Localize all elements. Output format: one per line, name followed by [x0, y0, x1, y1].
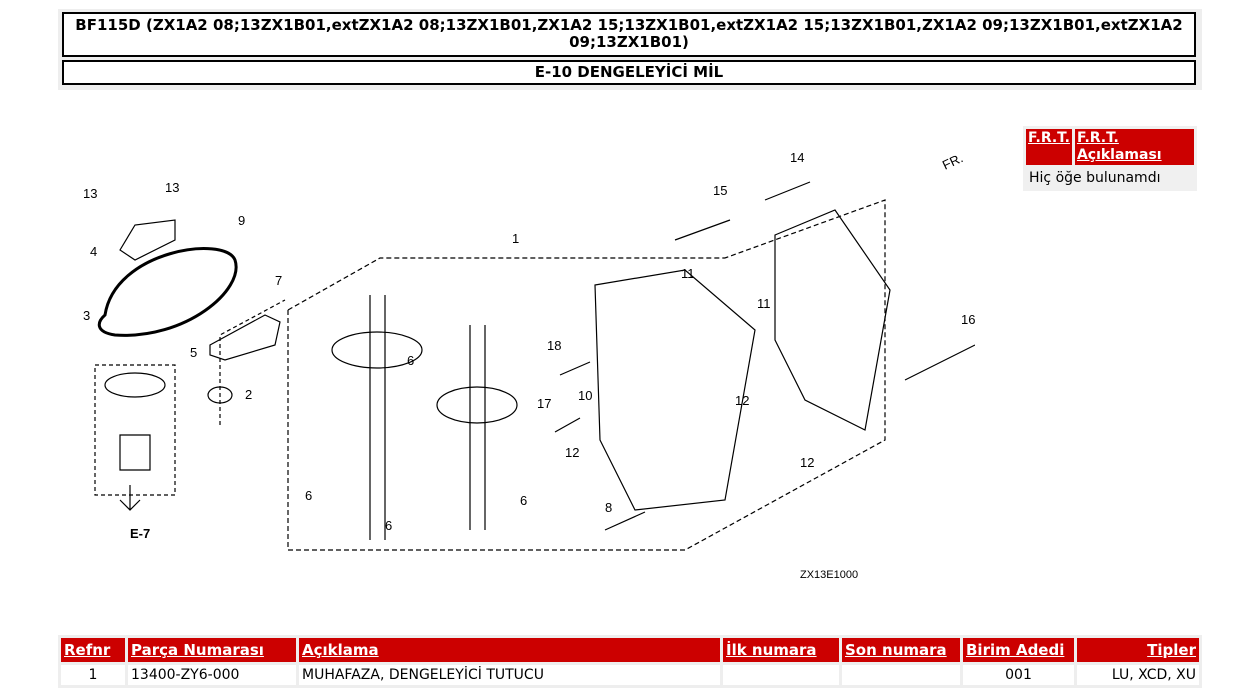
- frt-description-header[interactable]: F.R.T. Açıklaması: [1074, 129, 1194, 165]
- cell-unit-qty: 001: [963, 665, 1074, 685]
- callout-11: 11: [681, 266, 695, 281]
- callout-11: 11: [757, 296, 771, 311]
- callout-12: 12: [800, 455, 814, 470]
- col-part-number[interactable]: Parça Numarası: [128, 638, 296, 662]
- col-last-number[interactable]: Son numara: [842, 638, 960, 662]
- callout-8: 8: [605, 500, 612, 515]
- callout-9: 9: [238, 213, 245, 228]
- section-title: E-10 DENGELEYİCİ MİL: [62, 60, 1196, 85]
- frt-table: F.R.T. F.R.T. Açıklaması Hiç öğe bulunam…: [1023, 126, 1197, 191]
- callout-10: 10: [578, 388, 592, 403]
- callout-16: 16: [961, 312, 975, 327]
- callout-4: 4: [90, 244, 97, 259]
- callout-12: 12: [565, 445, 579, 460]
- col-first-number[interactable]: İlk numara: [723, 638, 839, 662]
- col-description[interactable]: Açıklama: [299, 638, 720, 662]
- diagram-outline: [287, 257, 725, 311]
- frt-header[interactable]: F.R.T.: [1026, 129, 1072, 165]
- table-row: 1 13400-ZY6-000 MUHAFAZA, DENGELEYİCİ TU…: [61, 665, 1199, 685]
- callout-6: 6: [520, 493, 527, 508]
- diagram-code: ZX13E1000: [800, 569, 858, 581]
- col-refnr[interactable]: Refnr: [61, 638, 125, 662]
- cell-description: MUHAFAZA, DENGELEYİCİ TUTUCU: [299, 665, 720, 685]
- callout-18: 18: [547, 338, 561, 353]
- col-types[interactable]: Tipler: [1077, 638, 1199, 662]
- frt-empty-message: Hiç öğe bulunamdı: [1029, 170, 1161, 186]
- model-title: BF115D (ZX1A2 08;13ZX1B01,extZX1A2 08;13…: [62, 12, 1196, 57]
- callout-3: 3: [83, 308, 90, 323]
- callout-12: 12: [735, 393, 749, 408]
- callout-14: 14: [790, 150, 804, 165]
- cell-types: LU, XCD, XU: [1077, 665, 1199, 685]
- callout-13: 13: [83, 186, 97, 201]
- cell-first-number: [723, 665, 839, 685]
- parts-header-row: Refnr Parça Numarası Açıklama İlk numara…: [61, 638, 1199, 662]
- callout-13: 13: [165, 180, 179, 195]
- callout-6: 6: [385, 518, 392, 533]
- cell-part-number: 13400-ZY6-000: [128, 665, 296, 685]
- callout-17: 17: [537, 396, 551, 411]
- callout-1: 1: [512, 231, 519, 246]
- cell-last-number: [842, 665, 960, 685]
- front-label: FR.: [940, 150, 965, 172]
- cell-refnr: 1: [61, 665, 125, 685]
- callout-5: 5: [190, 345, 197, 360]
- callout-6: 6: [305, 488, 312, 503]
- callout-6: 6: [407, 353, 414, 368]
- ref-label: E-7: [130, 526, 150, 541]
- callout-2: 2: [245, 387, 252, 402]
- callout-7: 7: [275, 273, 282, 288]
- callout-15: 15: [713, 183, 727, 198]
- parts-table: Refnr Parça Numarası Açıklama İlk numara…: [58, 635, 1202, 688]
- col-unit-qty[interactable]: Birim Adedi: [963, 638, 1074, 662]
